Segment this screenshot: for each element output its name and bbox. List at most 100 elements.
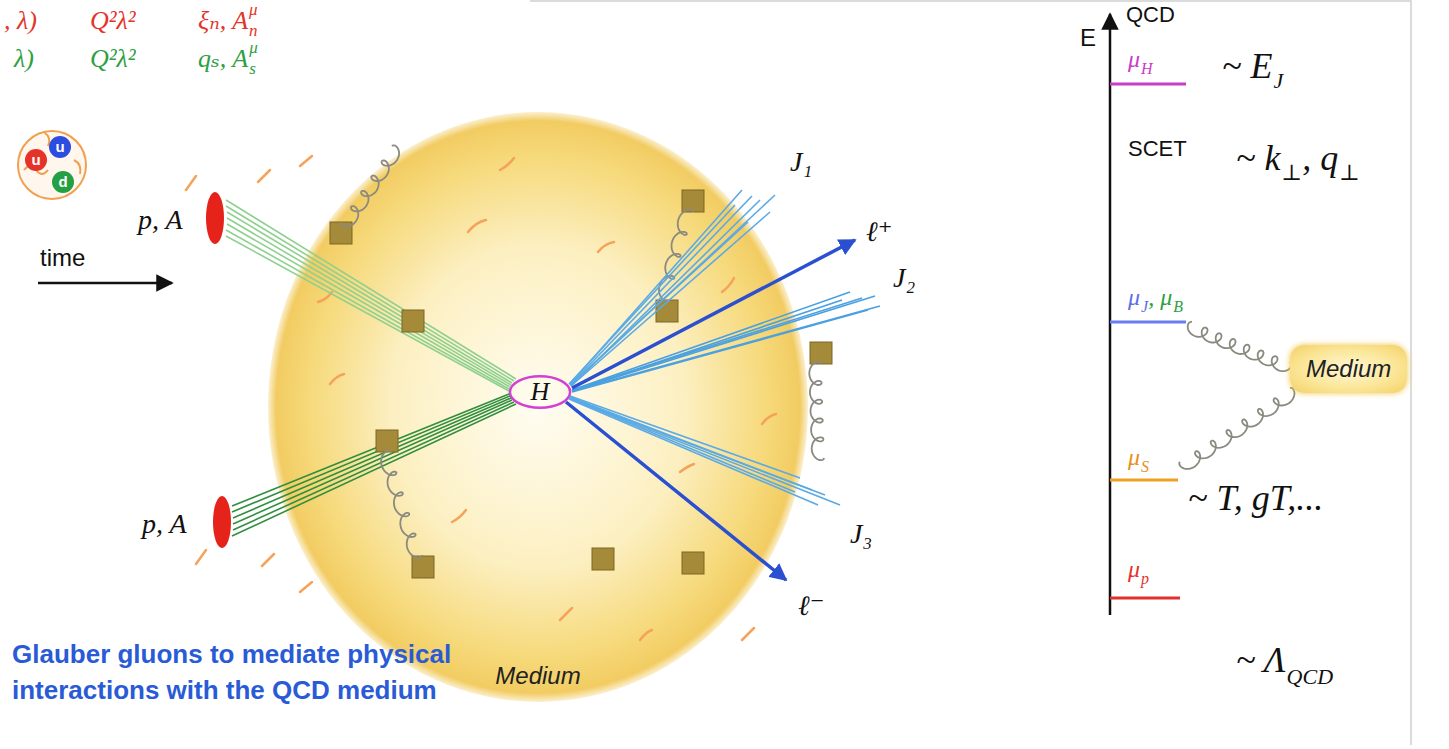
soft-radiation [742,628,754,640]
soft-radiation [330,374,344,384]
jet-particles [572,298,862,390]
subscript: J [1141,298,1148,316]
theory-label: QCD [1126,2,1175,27]
jet-particles [572,292,850,390]
jet-particles [569,398,840,505]
scale-value: ~ k [1236,138,1280,179]
subscript: n [249,21,258,41]
medium-scatterer [656,300,678,322]
vertex-label: H [531,377,550,407]
jet-particles [569,399,818,505]
lepton-track [566,402,786,580]
medium-glow [268,112,808,702]
proton-icon [49,136,71,158]
soft-radiation [262,554,274,566]
subscript: H [1141,60,1153,78]
subscript: p [1141,570,1149,588]
quark-label: u [31,151,40,168]
medium-scatterer [592,548,614,570]
soft-radiation [680,464,694,472]
jet-particles [572,310,868,392]
proton-icon [18,131,86,199]
scale-value: ~ Λ [1236,640,1286,681]
subscript: s [249,59,256,79]
incoming-partons [233,398,511,518]
formula-term: , λ) [4,6,37,36]
soft-radiation [500,158,514,170]
medium-scatterer [376,430,398,452]
jet-particles [570,190,742,384]
incoming-partons [227,224,510,387]
incoming-partons [226,236,509,391]
incoming-partons [226,230,509,389]
scale-label: μ [1128,46,1140,74]
medium-scatterer [330,190,832,578]
medium-scatterer [682,190,704,212]
jet-label: J₃ [850,518,872,550]
glauber-gluon [341,145,824,557]
incoming-partons [233,400,512,524]
scale-label: μ [1128,556,1140,584]
beam-label: p, A [142,508,187,540]
note-text: Glauber gluons to mediate physical inter… [12,636,572,709]
jet-particles [570,398,825,495]
proton-icon [44,132,49,146]
jet-particles [570,222,748,385]
incoming-partons [232,404,516,536]
glauber-gluon [809,362,824,460]
formula-term: Q²λ² [90,6,136,36]
medium-region: MediumH [268,112,808,702]
formula-term: ξₙ, A [198,6,248,36]
soft-radiation [640,630,652,640]
soft-radiation [186,156,776,640]
medium-scatterer [412,556,434,578]
energy-axis [1110,597,1180,600]
quark-label: d [58,173,67,190]
hard-vertex: H [508,374,572,410]
soft-radiation [722,278,734,292]
incoming-partons [232,394,509,506]
scale-value: ~ E [1222,46,1272,87]
incoming-partons [232,396,510,512]
proton-icon [74,160,80,174]
jet-particles [569,205,735,384]
soft-radiation [300,156,312,166]
energy-axis [1110,321,1186,324]
jet-particles [569,398,795,492]
jet-particles [572,306,880,391]
subscript: QCD [1287,664,1333,689]
axis-label: time [40,244,85,272]
slide-frame [530,1,1411,745]
theory-label: SCET [1128,136,1187,161]
proton-icon [18,131,86,199]
energy-axis [1110,479,1178,482]
jet-particles [572,296,875,391]
slide-frame [530,1,1411,745]
jet-particles [570,397,812,490]
medium-scatterer [330,222,352,244]
formula-term: qₛ, A [198,44,248,74]
jet-label: J₁ [790,146,812,178]
medium-box: Medium [1290,345,1407,393]
soft-radiation [196,550,206,564]
jet-particles [569,396,840,505]
scale-value: ~ T, gT,... [1188,478,1323,519]
energy-axis [1109,14,1112,615]
soft-radiation [318,292,332,302]
lepton-label: ℓ⁺ [866,216,892,248]
lepton-label: ℓ⁻ [798,590,824,622]
subscript: B [1173,298,1183,316]
subscript: ⊥ [1281,160,1302,185]
axis-label: E [1080,24,1096,52]
beam-remnant [213,496,231,548]
scale-value: , q [1302,138,1338,179]
incoming-partons [232,394,516,536]
soft-radiation [258,170,270,182]
jet-label: J₂ [893,262,915,294]
jet-particles [571,195,775,385]
medium-scatterer [682,552,704,574]
subscript: ⊥ [1339,160,1360,185]
jet-particles [570,196,752,385]
glauber-gluon [1188,322,1292,371]
soft-radiation [452,510,466,522]
